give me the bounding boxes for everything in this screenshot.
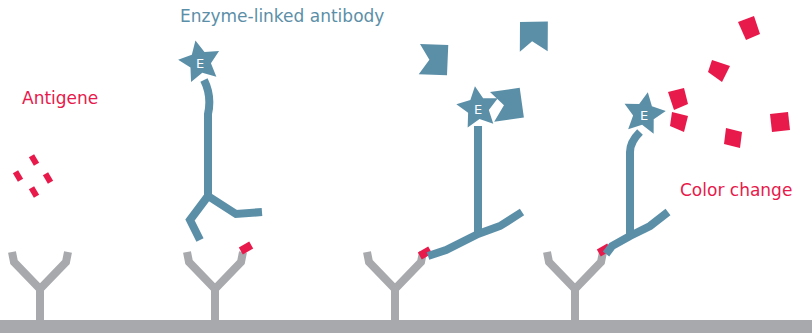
product (668, 88, 688, 110)
capture-antibody (547, 252, 603, 320)
products (668, 16, 790, 148)
substrate (490, 88, 524, 122)
annotation-label: Color change (680, 180, 792, 200)
capture-antibody (187, 252, 243, 320)
detection-antibody (190, 80, 262, 240)
product (724, 128, 742, 148)
substrate (510, 13, 557, 61)
antigen (29, 154, 39, 166)
enzyme-label: E (458, 88, 498, 128)
detection-antibodies (190, 80, 668, 256)
antigens (13, 154, 611, 259)
enzyme-star: E (624, 94, 664, 134)
enzyme-star: E (458, 88, 498, 128)
antigen (239, 242, 253, 255)
antigen (43, 172, 53, 184)
detection-antibody (606, 132, 668, 254)
capture-antibodies (12, 252, 603, 320)
capture-antibody (367, 252, 423, 320)
antigen (13, 170, 23, 182)
enzyme-shape (620, 89, 668, 135)
product (738, 16, 760, 40)
annotation-label: Antigene (22, 88, 98, 108)
product (708, 60, 730, 82)
antigen (29, 186, 39, 198)
substrate (415, 40, 452, 79)
annotation-label: Enzyme-linked antibody (180, 6, 384, 26)
plate-surface (0, 320, 812, 333)
enzyme-label: E (180, 42, 220, 82)
product (670, 112, 688, 132)
enzyme-label: E (624, 94, 664, 134)
product (770, 112, 790, 132)
enzyme-shape (175, 36, 224, 84)
capture-antibody (12, 252, 68, 320)
enzyme-star: E (180, 42, 220, 82)
detection-antibody (428, 126, 522, 256)
enzyme-shape (454, 83, 501, 128)
